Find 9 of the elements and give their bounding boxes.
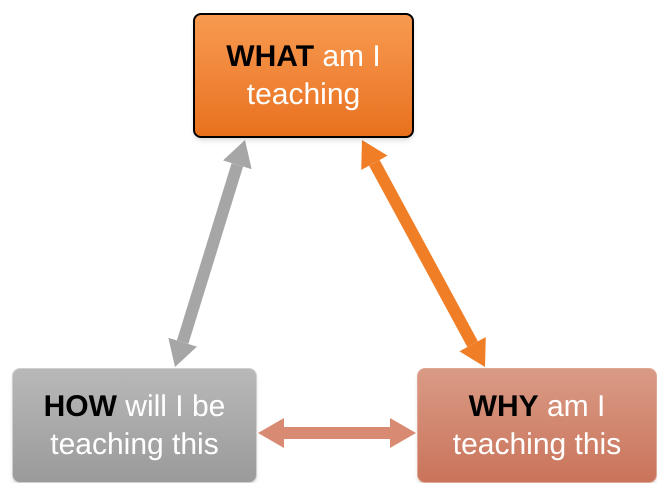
double-arrow (361, 140, 486, 367)
double-arrow (258, 418, 416, 448)
process-box (417, 368, 657, 483)
box-label: HOW will I be teaching this (42, 388, 226, 462)
double-arrow (168, 140, 252, 367)
box-label: WHAT am I teaching (225, 38, 382, 112)
box-label: WHY am I teaching this (452, 388, 622, 462)
process-box (12, 368, 257, 483)
process-box (193, 13, 414, 138)
